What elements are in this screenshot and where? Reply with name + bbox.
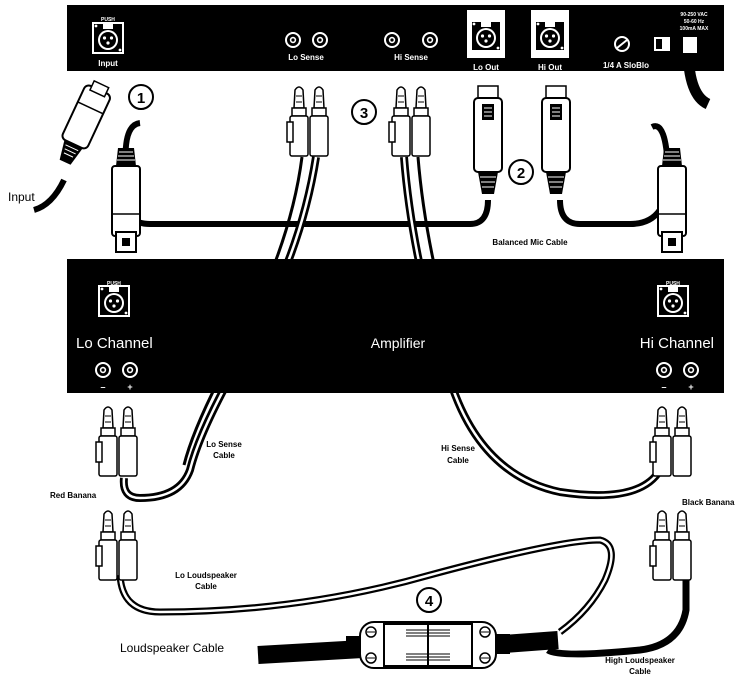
- hi-out-xlr-jack[interactable]: [531, 10, 569, 58]
- red-banana-label: Red Banana: [50, 491, 97, 500]
- amplifier-unit: PUSH PUSH Lo Channel Amplifier Hi Channe…: [67, 259, 724, 393]
- hi-sense-cable-label-2: Cable: [447, 456, 469, 465]
- high-loudspeaker-cable-label-1: High Loudspeaker: [605, 656, 675, 665]
- amp-hi-xlr-jack[interactable]: [657, 285, 689, 317]
- input-xlr-jack[interactable]: [92, 22, 124, 54]
- loudspeaker-connector[interactable]: [346, 621, 510, 669]
- lo-loudspeaker-cable-label-2: Cable: [195, 582, 217, 591]
- loudspeaker-cable-label: Loudspeaker Cable: [120, 641, 224, 655]
- amp-lo-xlr-jack[interactable]: [98, 285, 130, 317]
- amp-hi-plus-post[interactable]: [683, 362, 699, 378]
- lo-sense-cable-label-2: Cable: [213, 451, 235, 460]
- lo-loudspeaker-cable: [116, 536, 615, 635]
- input-label: Input: [8, 190, 35, 204]
- power-switch-icon[interactable]: [654, 37, 670, 51]
- input-cable: [33, 178, 67, 213]
- hi-plus-label: +: [688, 382, 693, 392]
- balanced-mic-cable-label: Balanced Mic Cable: [492, 238, 568, 247]
- amplifier-label: Amplifier: [371, 335, 426, 351]
- push-label-input: PUSH: [101, 17, 115, 23]
- svg-text:1: 1: [137, 90, 145, 107]
- input-jack-label: Input: [98, 59, 118, 68]
- callout-3: 3: [351, 99, 377, 125]
- processor-unit: PUSH Input Lo Sense Hi Sense Lo Out Hi O…: [67, 5, 724, 72]
- hi-sense-cable-label-1: Hi Sense: [441, 444, 475, 453]
- amp-hi-sense-banana-plug[interactable]: [650, 407, 691, 476]
- lo-sense-cable-label-1: Lo Sense: [206, 440, 242, 449]
- callout-4: 4: [416, 587, 442, 613]
- fuse-holder-icon[interactable]: [614, 36, 630, 52]
- amp-lo-plus-post[interactable]: [122, 362, 138, 378]
- svg-text:4: 4: [425, 593, 434, 610]
- black-banana-label: Black Banana: [682, 498, 735, 507]
- amp-hi-minus-post[interactable]: [656, 362, 672, 378]
- svg-text:3: 3: [360, 105, 368, 122]
- hi-out-female-xlr-plug[interactable]: [541, 85, 571, 194]
- amp-lo-sense-banana-plug[interactable]: [96, 407, 137, 476]
- mic-cable-lo-male-xlr[interactable]: [111, 148, 141, 253]
- power-plug-icon: [681, 35, 699, 55]
- lo-sense-jack-plus[interactable]: [312, 32, 328, 48]
- hi-sense-jack-label: Hi Sense: [394, 53, 428, 62]
- lo-sense-banana-plug[interactable]: [287, 87, 328, 156]
- mic-cable-hi-male-xlr[interactable]: [657, 148, 687, 253]
- lo-plus-label: +: [127, 382, 132, 392]
- amp-lo-speaker-banana-plug[interactable]: [96, 511, 137, 580]
- lo-out-xlr-jack[interactable]: [467, 10, 505, 58]
- hi-out-jack-label: Hi Out: [538, 63, 562, 72]
- hi-sense-jack-plus[interactable]: [422, 32, 438, 48]
- amp-hi-speaker-banana-plug[interactable]: [650, 511, 691, 580]
- lo-out-jack-label: Lo Out: [473, 63, 499, 72]
- power-spec-line2: 50-60 Hz: [684, 19, 705, 25]
- amp-lo-minus-post[interactable]: [95, 362, 111, 378]
- callout-1: 1: [128, 84, 154, 110]
- power-spec-line1: 90-250 VAC: [680, 12, 708, 18]
- amplifier-panel: [67, 259, 724, 393]
- push-label-amp-hi: PUSH: [666, 281, 680, 287]
- hi-channel-label: Hi Channel: [640, 335, 714, 352]
- lo-out-female-xlr-plug[interactable]: [473, 85, 503, 194]
- lo-sense-jack-label: Lo Sense: [288, 53, 324, 62]
- lo-sense-jack-minus[interactable]: [285, 32, 301, 48]
- lo-minus-label: –: [100, 382, 105, 392]
- hi-sense-jack-minus[interactable]: [384, 32, 400, 48]
- push-label-amp-lo: PUSH: [107, 281, 121, 287]
- balanced-mic-cable-hi: [557, 123, 672, 227]
- svg-text:2: 2: [517, 165, 525, 182]
- input-xlr-plug[interactable]: [52, 78, 114, 168]
- fuse-label: 1/4 A SloBlo: [603, 61, 649, 70]
- lo-loudspeaker-cable-label-1: Lo Loudspeaker: [175, 571, 237, 580]
- high-loudspeaker-cable-label-2: Cable: [629, 667, 651, 676]
- hi-minus-label: –: [661, 382, 666, 392]
- hi-sense-banana-plug[interactable]: [389, 87, 430, 156]
- high-loudspeaker-cable: [546, 578, 690, 658]
- lo-channel-label: Lo Channel: [76, 335, 153, 352]
- callout-2: 2: [508, 159, 534, 185]
- power-spec-line3: 100mA MAX: [680, 26, 709, 32]
